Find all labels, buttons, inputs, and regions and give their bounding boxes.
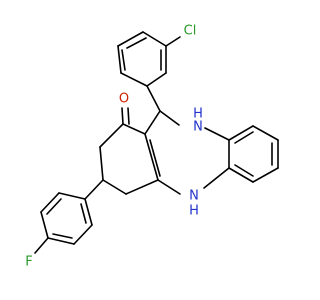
nh-lower-nitrogen-label: N	[189, 189, 199, 204]
chlorophenyl-ring	[117, 31, 167, 87]
aryl-c3-bond	[84, 179, 104, 200]
oxygen-label: O	[119, 92, 129, 107]
c-f-bond	[34, 237, 49, 254]
fluorine-label: F	[25, 255, 32, 270]
chemical-structure-diagram: Cl O H N N H F	[25, 24, 279, 270]
nh-lower-hydrogen-label: H	[189, 204, 199, 219]
nh-upper-nitrogen-label: N	[193, 120, 203, 135]
fluorophenyl-ring	[40, 192, 93, 245]
diazepine-ring	[144, 110, 230, 195]
cyclohexenone-ring	[99, 123, 161, 195]
aryl-ch-bond	[146, 85, 161, 112]
c-cl-bond	[165, 36, 181, 47]
carbonyl-bond	[121, 107, 130, 125]
chlorine-label: Cl	[184, 24, 197, 39]
benzo-ring	[228, 125, 279, 183]
nh-upper-hydrogen-label: H	[193, 107, 203, 122]
